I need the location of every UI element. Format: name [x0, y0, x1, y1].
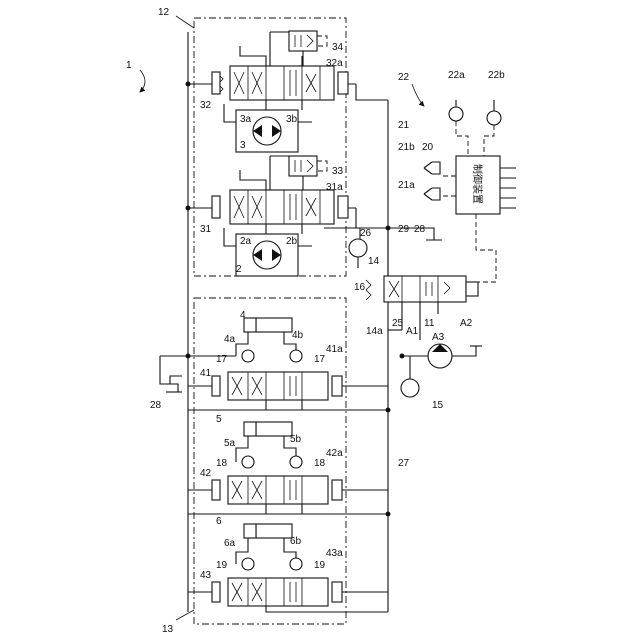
label-port-a3: A3	[432, 332, 445, 343]
label-lever-a: 22a	[448, 70, 465, 81]
label-valve-34: 34	[332, 42, 344, 53]
label-system: 1	[126, 60, 132, 71]
label-pilot-valve-port: 14a	[366, 326, 383, 337]
label-check-18b: 18	[314, 458, 326, 469]
label-cyl-5a: 5a	[224, 438, 236, 449]
label-cyl-5b: 5b	[290, 434, 302, 445]
label-valve-33: 33	[332, 166, 344, 177]
label-pilot-pump: 11	[424, 318, 435, 329]
label-cyl-6a: 6a	[224, 538, 236, 549]
label-upper-block: 12	[158, 7, 170, 18]
label-pump-3: 3	[240, 140, 246, 151]
pump-3	[224, 104, 312, 152]
label-lever-b: 22b	[488, 70, 505, 81]
operating-lever-22b	[484, 100, 501, 156]
label-line-29: 29	[398, 224, 410, 235]
controller-text: 制御装置	[471, 164, 484, 204]
label-tank-28a: 28	[414, 224, 426, 235]
label-cyl-6b: 6b	[290, 536, 302, 547]
label-valve-31: 31	[200, 224, 212, 235]
label-cyl-4b: 4b	[292, 330, 304, 341]
operating-lever-22a	[449, 100, 468, 156]
label-accumulator-15: 15	[432, 400, 444, 411]
accumulator-15	[401, 356, 419, 397]
label-valve-43a: 43a	[326, 548, 343, 559]
sensor-21	[424, 162, 440, 200]
tank-28-left	[160, 356, 188, 392]
label-line-26: 26	[360, 228, 372, 239]
pilot-pump-11	[402, 344, 482, 368]
label-controller-group: 22	[398, 72, 410, 83]
label-pump-2: 2	[236, 264, 242, 275]
label-cyl-6: 6	[216, 516, 222, 527]
label-pump-2a: 2a	[240, 236, 252, 247]
label-port-a2: A2	[460, 318, 473, 329]
label-sensor-b: 21b	[398, 142, 415, 153]
label-pump-2b: 2b	[286, 236, 298, 247]
label-valve-42: 42	[200, 468, 212, 479]
label-valve-32a: 32a	[326, 58, 343, 69]
label-tank-28b: 28	[150, 400, 162, 411]
label-line-27: 27	[398, 458, 410, 469]
label-pilot-valve: 14	[368, 256, 380, 267]
label-check-17b: 17	[314, 354, 326, 365]
label-cyl-4a: 4a	[224, 334, 236, 345]
label-check-17a: 17	[216, 354, 228, 365]
label-port-a1: A1	[406, 326, 419, 337]
label-pump-3a: 3a	[240, 114, 252, 125]
label-sensor-a: 21a	[398, 180, 415, 191]
label-controller-id: 20	[422, 142, 434, 153]
label-accumulator-16: 16	[354, 282, 366, 293]
label-valve-31a: 31a	[326, 182, 343, 193]
label-check-19b: 19	[314, 560, 326, 571]
label-valve-41: 41	[200, 368, 212, 379]
accumulator-16	[349, 239, 367, 268]
label-line-25: 25	[392, 318, 404, 329]
valve-group-32	[188, 31, 356, 110]
label-sensor-group: 21	[398, 120, 410, 131]
valve-group-31	[188, 156, 356, 234]
label-pump-3b: 3b	[286, 114, 298, 125]
label-lower-block: 13	[162, 624, 174, 635]
label-valve-42a: 42a	[326, 448, 343, 459]
label-valve-43: 43	[200, 570, 212, 581]
pilot-valve-14	[366, 276, 478, 340]
label-cyl-5: 5	[216, 414, 222, 425]
label-cyl-4: 4	[240, 310, 246, 321]
label-check-18a: 18	[216, 458, 228, 469]
label-valve-32: 32	[200, 100, 212, 111]
label-check-19a: 19	[216, 560, 228, 571]
label-valve-41a: 41a	[326, 344, 343, 355]
